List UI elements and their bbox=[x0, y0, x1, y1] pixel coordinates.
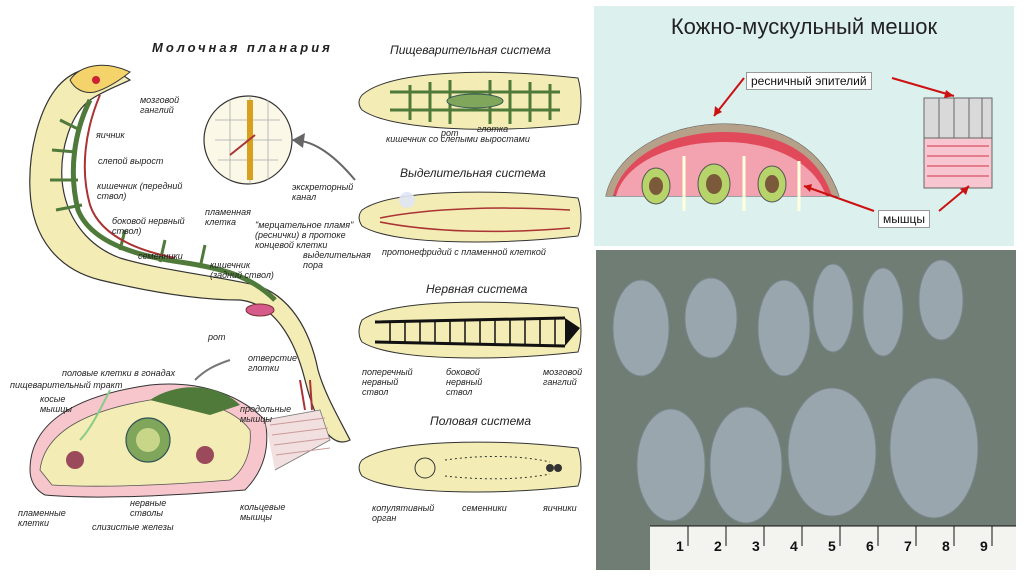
label-reproductive-ovaries: яичники bbox=[543, 503, 577, 513]
ruler-number-7: 7 bbox=[904, 538, 912, 554]
label-flame-cells: пламенные клетки bbox=[18, 508, 66, 528]
label-digestive-mouth: рот bbox=[441, 128, 459, 138]
ruler-number-2: 2 bbox=[714, 538, 722, 554]
label-digestive-tract: пищеварительный тракт bbox=[10, 380, 123, 390]
label-excretory-pore: выделительная пора bbox=[303, 250, 371, 270]
title-reproductive-system: Половая система bbox=[430, 414, 532, 428]
label-flicker-flame: "мерцательное пламя" (реснички) в проток… bbox=[255, 220, 354, 250]
label-gut-front: кишечник (передний ствол) bbox=[97, 181, 183, 201]
label-testes: семенники bbox=[138, 251, 183, 261]
label-transverse-nerve: поперечный нервный ствол bbox=[362, 367, 413, 397]
label-digestive-intestine: кишечник со слепыми выростами bbox=[386, 134, 530, 144]
skin-muscle-sac-panel: Кожно-мускульный мешок ресничный эпители… bbox=[594, 6, 1014, 246]
label-oblique-muscles: косые мышцы bbox=[40, 394, 73, 414]
specimen-photo-panel: 1 2 3 4 5 6 7 8 9 bbox=[596, 250, 1016, 570]
label-brain-ganglion: мозговой ганглий bbox=[543, 367, 583, 387]
label-mouth: рот bbox=[208, 332, 226, 342]
title-digestive-system: Пищеварительная система bbox=[390, 43, 551, 57]
skin-muscle-sac-title: Кожно-мускульный мешок bbox=[670, 14, 938, 39]
label-blind-outgrowth: слепой вырост bbox=[98, 156, 164, 166]
skin-muscle-sac-drawing bbox=[605, 77, 993, 212]
ruler-number-8: 8 bbox=[942, 538, 950, 554]
ruler-number-9: 9 bbox=[980, 538, 988, 554]
label-digestive-pharynx: глотка bbox=[477, 124, 509, 134]
label-ring-muscles: кольцевые мышцы bbox=[240, 502, 286, 522]
label-nerve-trunks: нервные стволы bbox=[130, 498, 167, 518]
organ-systems-diagram bbox=[358, 71, 582, 493]
page-title: Молочная планария bbox=[152, 40, 333, 55]
ruler-number-1: 1 bbox=[676, 538, 684, 554]
ruler-number-4: 4 bbox=[790, 538, 798, 554]
callout-ciliated-epithelium: ресничный эпителий bbox=[746, 72, 872, 90]
label-pharynx-opening: отверстие глотки bbox=[248, 353, 298, 373]
label-longitudinal-muscles: продольные мышцы bbox=[240, 404, 292, 424]
title-excretory-system: Выделительная система bbox=[400, 166, 546, 180]
ruler-number-6: 6 bbox=[866, 538, 874, 554]
callout-muscles: мышцы bbox=[878, 210, 930, 228]
title-nervous-system: Нервная система bbox=[426, 282, 528, 296]
label-protonephridium: протонефридий с пламенной клеткой bbox=[382, 247, 546, 257]
label-gonad-cells: половые клетки в гонадах bbox=[62, 368, 176, 378]
specimen-photo-drawing bbox=[596, 250, 1016, 570]
ruler-number-5: 5 bbox=[828, 538, 836, 554]
planarian-body-diagram bbox=[29, 64, 356, 498]
label-lateral-nerve-trunk: боковой нервный ствол bbox=[446, 367, 483, 397]
label-flame-cell: пламенная клетка bbox=[205, 207, 251, 227]
label-brain: мозговой ганглий bbox=[140, 95, 180, 115]
label-mucous-glands: слизистые железы bbox=[92, 522, 174, 532]
label-ovary: яичник bbox=[96, 130, 125, 140]
ruler-number-3: 3 bbox=[752, 538, 760, 554]
label-gut-back: кишечник (задний ствол) bbox=[210, 260, 274, 280]
label-reproductive-testes: семенники bbox=[462, 503, 507, 513]
label-copulatory-organ: копулятивный орган bbox=[372, 503, 435, 523]
label-excretory-canal: экскреторный канал bbox=[292, 182, 354, 202]
label-lateral-nerve: боковой нервный ствол) bbox=[112, 216, 185, 236]
